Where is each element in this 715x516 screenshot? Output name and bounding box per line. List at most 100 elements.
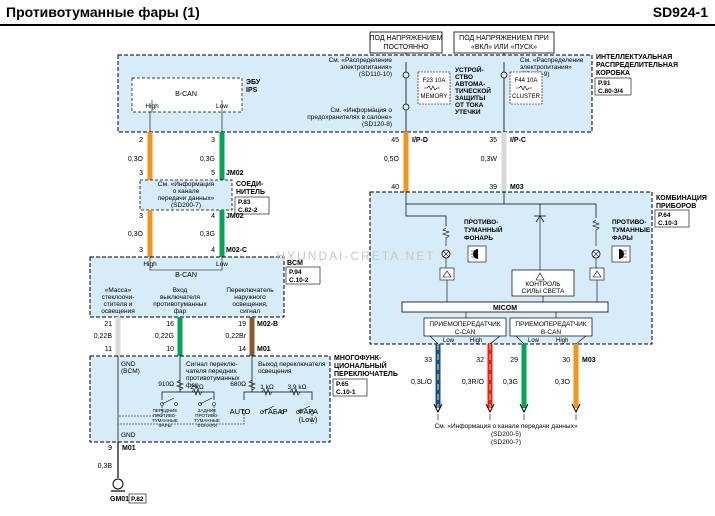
bcm-bus-label: B-CAN [175,272,197,279]
svg-text:P.64: P.64 [658,212,671,219]
ground-ref: P.82 [128,493,147,504]
svg-text:ИНТЕЛЛЕКТУАЛЬНАЯ: ИНТЕЛЛЕКТУАЛЬНАЯ [596,54,672,61]
pin-label: 3 [139,213,143,220]
svg-text:ФАРЫ: ФАРЫ [612,235,633,242]
svg-text:P.94: P.94 [289,269,302,276]
power-constant-label: ПОД НАПРЯЖЕНИЕМ ПОСТОЯННО [370,31,443,54]
svg-text:КОРОБКА: КОРОБКА [596,70,630,77]
driver-triangle-rear [439,258,455,302]
pin-label: 19 [238,321,246,328]
pos-headlight-low: ФАРА (Low) [298,407,318,424]
diagram-code: SD924-1 [653,4,708,20]
svg-text:C-CAN: C-CAN [455,329,476,336]
svg-text:ТУМАННЫЕ: ТУМАННЫЕ [152,418,178,423]
jm02-info: См. «Информация о канале передачи данных… [158,181,215,209]
resistor-1k-label: 1 kΩ [260,384,274,391]
bcm-input-wiper-ground: «Масса» стеклоочи- стителя и освещения [101,287,135,315]
page-title: Противотуманные фары (1) [6,4,200,20]
svg-text:освещения: освещения [258,368,292,375]
resistor-910-label: 910Ω [158,381,174,388]
connector-code: M03 [582,357,596,364]
svg-text:См. «Распределение: См. «Распределение [520,57,584,64]
ijb-label: ИНТЕЛЛЕКТУАЛЬНАЯ РАСПРЕДЕЛИТЕЛЬНАЯ КОРОБ… [594,54,678,96]
svg-text:ЦИОНАЛЬНЫЙ: ЦИОНАЛЬНЫЙ [334,361,387,370]
svg-text:противотуманных: противотуманных [153,301,207,308]
svg-text:ФОНАРИ: ФОНАРИ [197,423,216,428]
svg-text:электропитания»: электропитания» [340,64,392,71]
cluster-label: КОМБИНАЦИЯ ПРИБОРОВ P.64 C.10-3 [654,195,707,228]
connector-code: JM02 [226,213,244,220]
svg-text:ТУМАННЫЕ: ТУМАННЫЕ [194,418,220,423]
svg-text:КОНТРОЛЬ: КОНТРОЛЬ [525,281,560,288]
pin-label: 14 [238,346,246,353]
pin-label: 10 [166,346,174,353]
svg-text:MEMORY: MEMORY [421,94,448,100]
svg-text:стеклоочи-: стеклоочи- [102,294,135,301]
svg-text:(SD200-7): (SD200-7) [171,202,201,209]
pin-label: 16 [166,321,174,328]
wire-size-label: 0,3G [503,379,518,386]
wire-size-label: 0,3O [128,156,144,163]
fuse-memory: F23 10A MEMORY [417,71,451,105]
svg-text:ПРИЕМОПЕРЕДАТЧИК: ПРИЕМОПЕРЕДАТЧИК [515,321,586,328]
svg-text:(SD120-8): (SD120-8) [362,121,392,128]
watermark: HYUNDAI-CRETA.NET [276,249,435,263]
svg-text:ПОСТОЯННО: ПОСТОЯННО [383,44,429,51]
wire-size-label: 0,3L/O [411,379,433,386]
svg-text:ПРОТИВО-: ПРОТИВО- [612,219,646,226]
leak-protection-label: УСТРОЙ- СТВО АВТОМА- ТИЧЕСКОЙ ЗАЩИТЫ ОТ … [455,65,491,116]
resistor-1k [261,388,273,396]
svg-text:C.80-3/4: C.80-3/4 [598,88,623,95]
svg-text:B-CAN: B-CAN [541,329,562,336]
front-fog-lamp-icon [591,245,631,263]
pin-label: 21 [104,321,112,328]
svg-text:Сигнал переклю-: Сигнал переклю- [186,361,238,368]
svg-text:GND: GND [121,361,136,368]
micom-chip: MICOM [401,301,609,313]
svg-text:ПРИЕМОПЕРЕДАТЧИК: ПРИЕМОПЕРЕДАТЧИК [429,321,500,328]
ips-bus-label: B-CAN [175,91,197,98]
fuse-cluster: F44 10A CLUSTER [509,71,543,105]
resistor-910 [176,379,184,391]
pin-label: 33 [424,357,432,364]
svg-text:P.82: P.82 [131,496,144,503]
ijb-memory-wire [402,62,410,132]
bcm-ref: P.94 C.10-2 [285,266,321,285]
c-can-high-label: High [470,338,482,344]
svg-text:Переключатель: Переключатель [226,287,274,294]
pin-label: 29 [510,357,518,364]
connector-code: M01 [257,346,271,353]
resistor-680-label: 680Ω [230,381,246,388]
jm02-label: СОЕДИ- НИТЕЛЬ P.83 C.82-2 [234,181,270,215]
svg-text:сигнал: сигнал [240,308,260,315]
svg-text:ФОНАРЬ: ФОНАРЬ [464,235,493,242]
pos-rear-fog: ЗАДНИЕ ПРОТИВО- ТУМАННЫЕ ФОНАРИ [194,408,220,428]
driver-triangle-front [589,258,605,302]
c-can-low-label: Low [443,338,455,344]
svg-text:C.10-1: C.10-1 [336,389,356,396]
svg-text:ПЕРЕКЛЮЧАТЕЛЬ: ПЕРЕКЛЮЧАТЕЛЬ [334,371,398,378]
svg-text:ПОД НАПРЯЖЕНИЕМ ПРИ: ПОД НАПРЯЖЕНИЕМ ПРИ [459,35,549,42]
mfs-gnd-bcm-label: GND (BCM) [121,361,140,375]
pos-gabar: ГАБАР [264,407,287,416]
svg-text:о канале: о канале [173,188,200,195]
wire-size-label: 0,3B [98,463,113,470]
pin-label: 30 [562,357,570,364]
bcm-input-lighting-switch: Переключатель наружного освещения, сигна… [226,287,274,315]
svg-text:ЗАДНИЕ: ЗАДНИЕ [198,408,216,413]
svg-text:См. «Информация: См. «Информация [158,181,215,188]
svg-text:ПРИБОРОВ: ПРИБОРОВ [656,203,696,210]
mfs-gnd-label: GND [121,432,136,439]
svg-text:ПОД НАПРЯЖЕНИЕМ: ПОД НАПРЯЖЕНИЕМ [370,35,443,42]
wire-size-label: 0,3G [200,156,215,163]
svg-text:передачи данных»: передачи данных» [158,195,215,202]
jm02-connector-box [139,179,233,211]
pin-label: 5 [211,170,215,177]
svg-text:РАСПРЕДЕЛИТЕЛЬНАЯ: РАСПРЕДЕЛИТЕЛЬНАЯ [596,62,678,69]
svg-text:ЭБУ: ЭБУ [246,79,261,86]
svg-text:освещения,: освещения, [232,301,267,308]
pin-label: 32 [476,357,484,364]
mfs-internal-wiring [117,356,313,442]
svg-text:электропитания»: электропитания» [520,64,572,71]
